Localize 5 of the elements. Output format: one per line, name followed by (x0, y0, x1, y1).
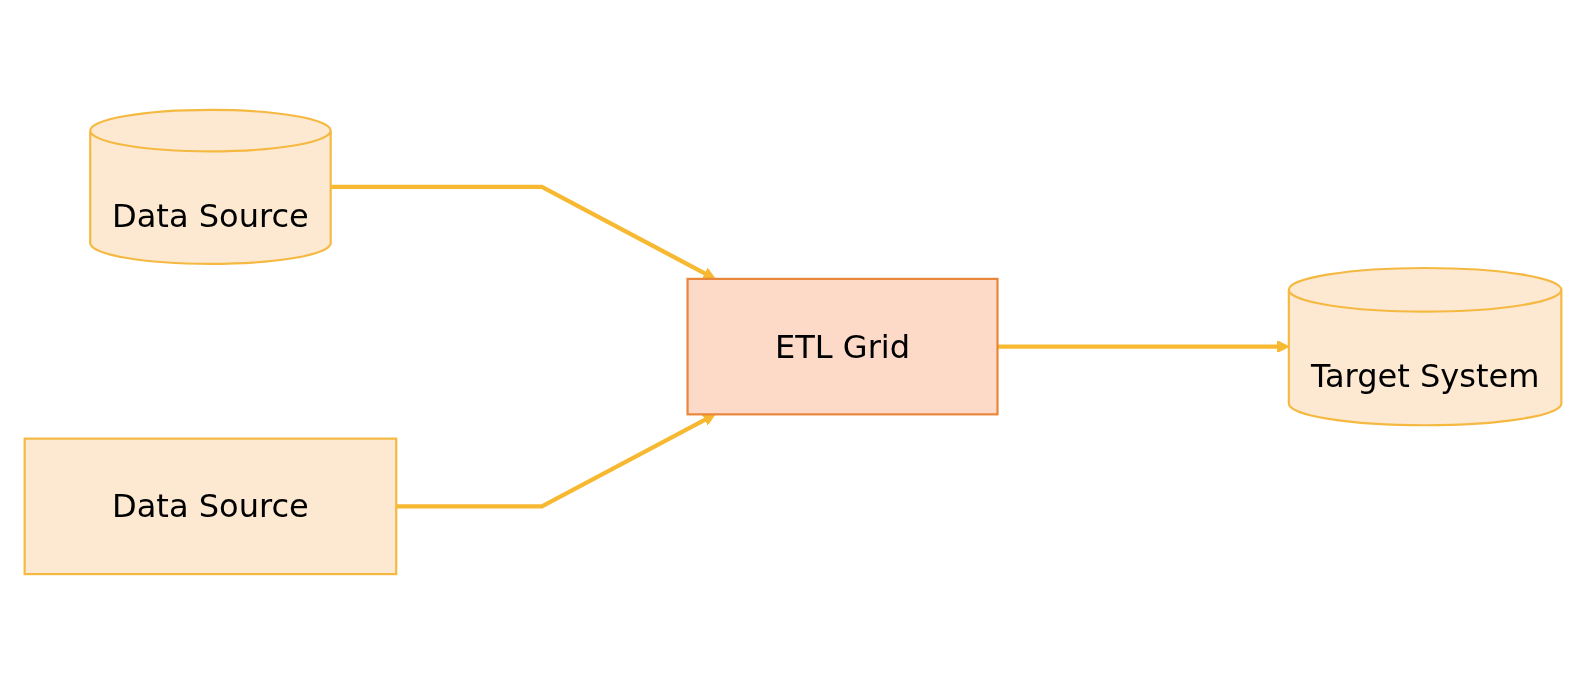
arrow (330, 184, 716, 279)
arrow (997, 339, 1289, 353)
node-box: ETL Grid (685, 277, 999, 415)
node-box: Data Source (23, 437, 397, 575)
arrow (395, 413, 716, 509)
